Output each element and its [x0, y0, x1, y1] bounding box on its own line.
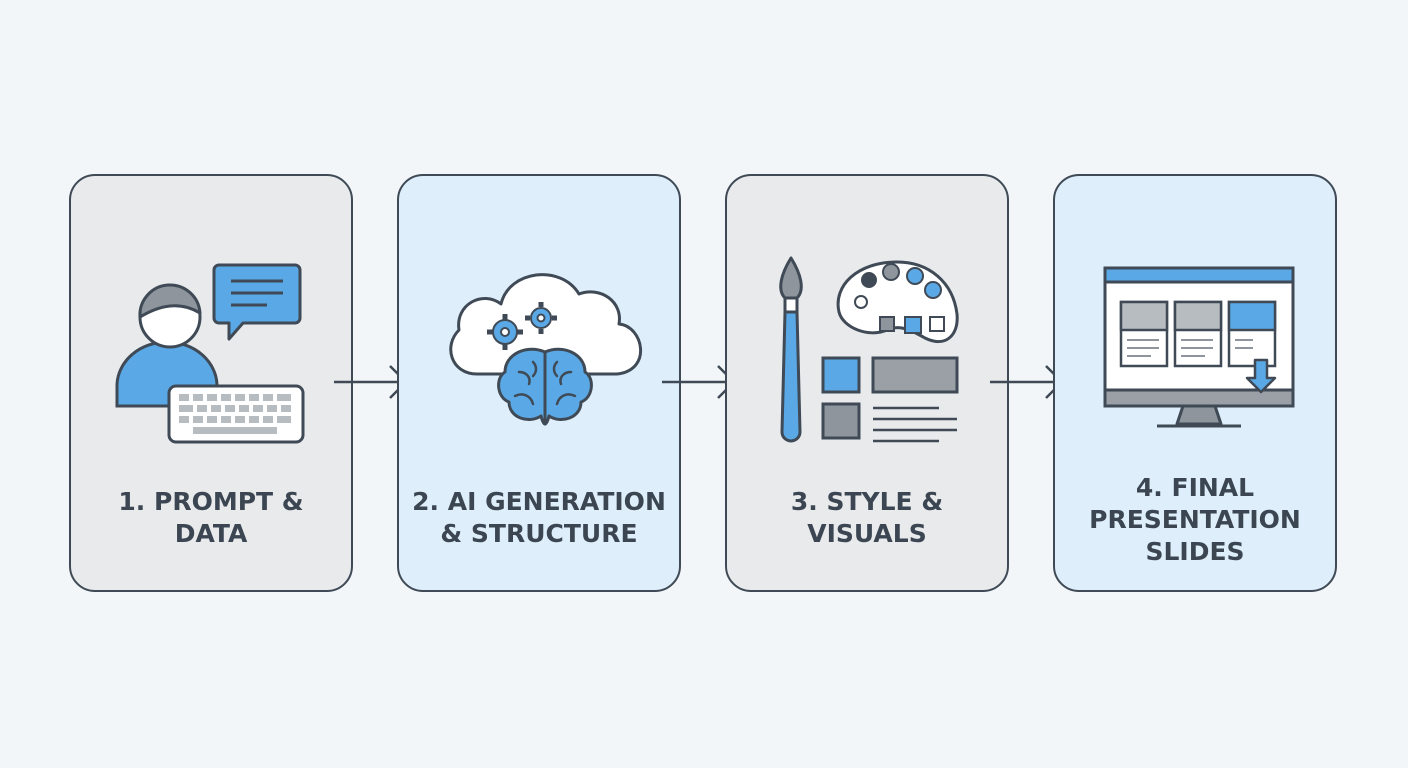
step-card-prompt-data: 1. PROMPT & DATA [69, 174, 353, 592]
monitor-slides-icon [1103, 266, 1295, 428]
step-label: 3. STYLE & VISUALS [790, 487, 944, 548]
step-card-style-visuals: 3. STYLE & VISUALS [725, 174, 1009, 592]
user-keyboard-chat-icon [115, 263, 305, 444]
step-card-final-presentation: 4. FINAL PRESENTATION SLIDES [1053, 174, 1337, 592]
step-card-ai-generation: 2. AI GENERATION & STRUCTURE [397, 174, 681, 592]
step-label: 1. PROMPT & DATA [118, 487, 304, 548]
brush-palette-layout-icon [779, 256, 959, 443]
cloud-brain-gears-icon [449, 273, 643, 426]
step-label: 4. FINAL PRESENTATION SLIDES [1089, 473, 1301, 566]
step-label: 2. AI GENERATION & STRUCTURE [412, 487, 666, 548]
